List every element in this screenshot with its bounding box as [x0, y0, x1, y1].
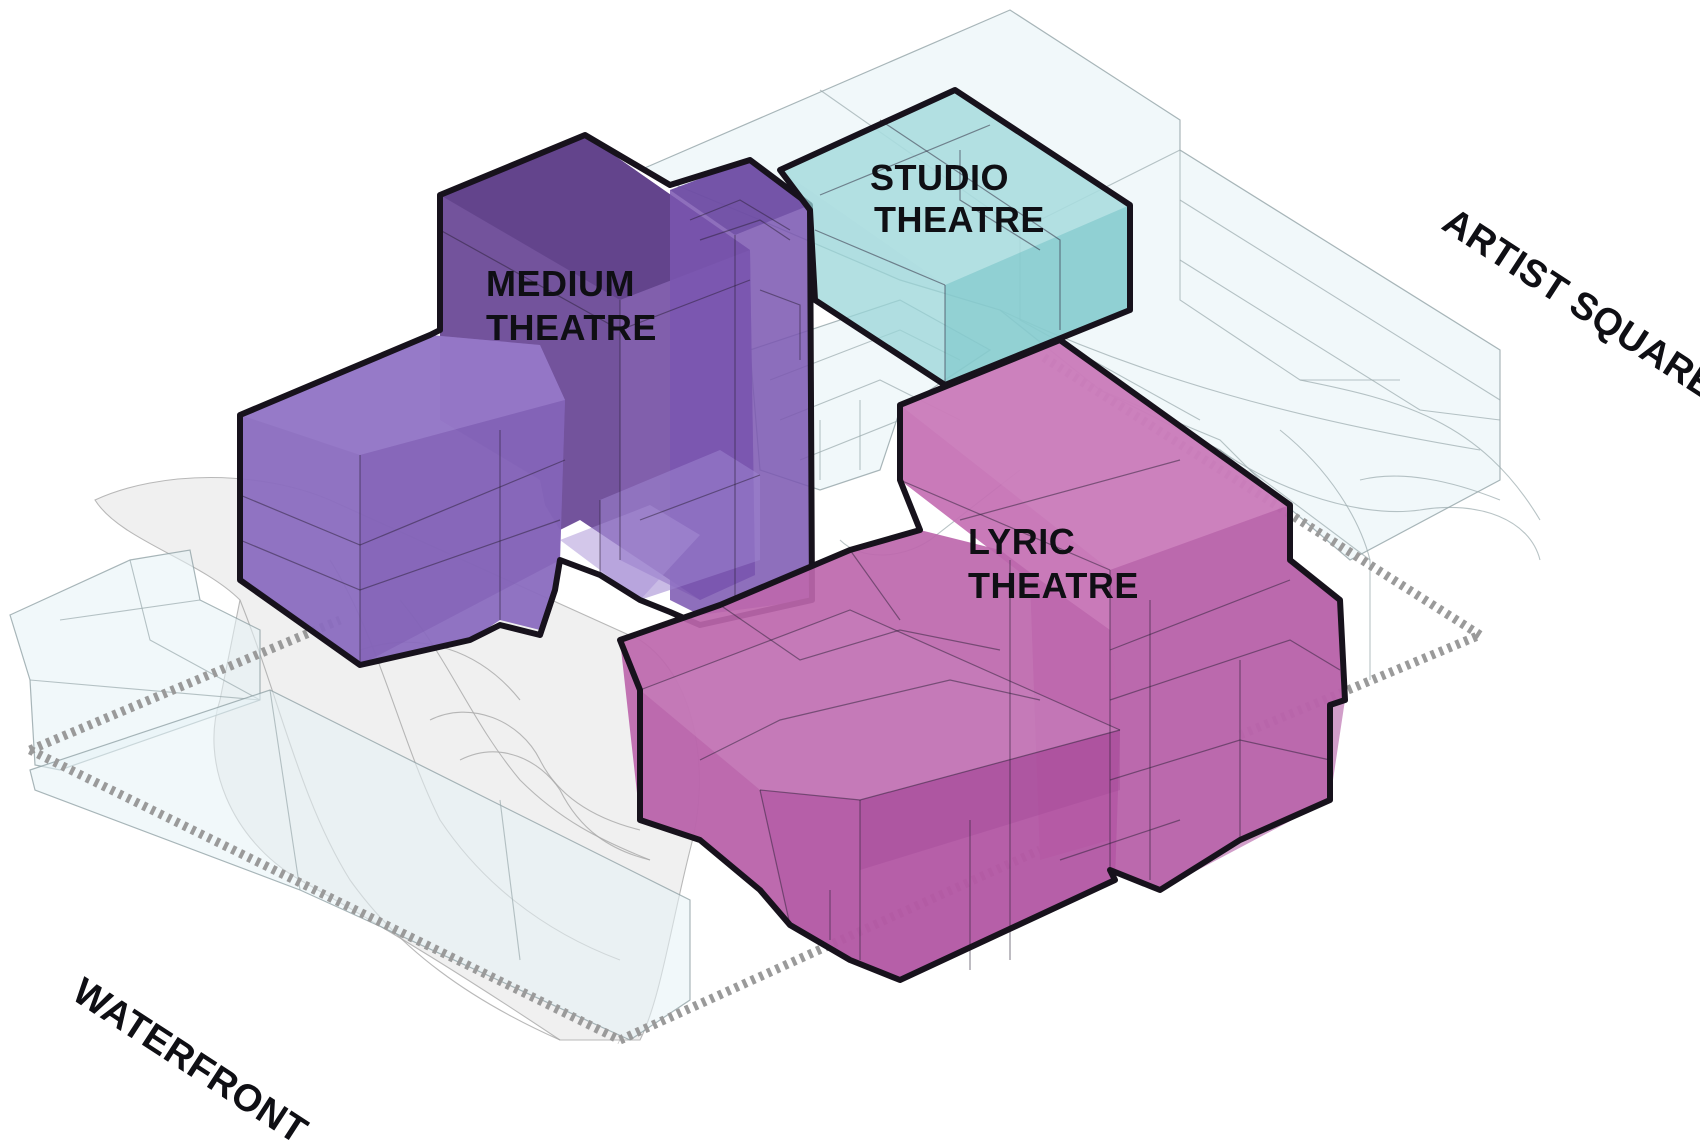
studio-theatre-label-line1: STUDIO	[870, 157, 1009, 198]
lyric-theatre-label-line1: LYRIC	[968, 521, 1075, 562]
medium-theatre-label-line2: THEATRE	[486, 307, 657, 348]
studio-theatre-label-line2: THEATRE	[874, 199, 1045, 240]
waterfront-label: WATERFRONT	[65, 970, 315, 1142]
medium-theatre-label-line1: MEDIUM	[486, 263, 635, 304]
volume-labels: MEDIUM THEATRE STUDIO THEATRE LYRIC THEA…	[486, 157, 1139, 606]
lyric-theatre-label-line2: THEATRE	[968, 565, 1139, 606]
medium-theatre-volume	[237, 132, 815, 668]
lyric-theatre-volume	[617, 337, 1348, 983]
studio-theatre-volume	[777, 87, 1133, 388]
